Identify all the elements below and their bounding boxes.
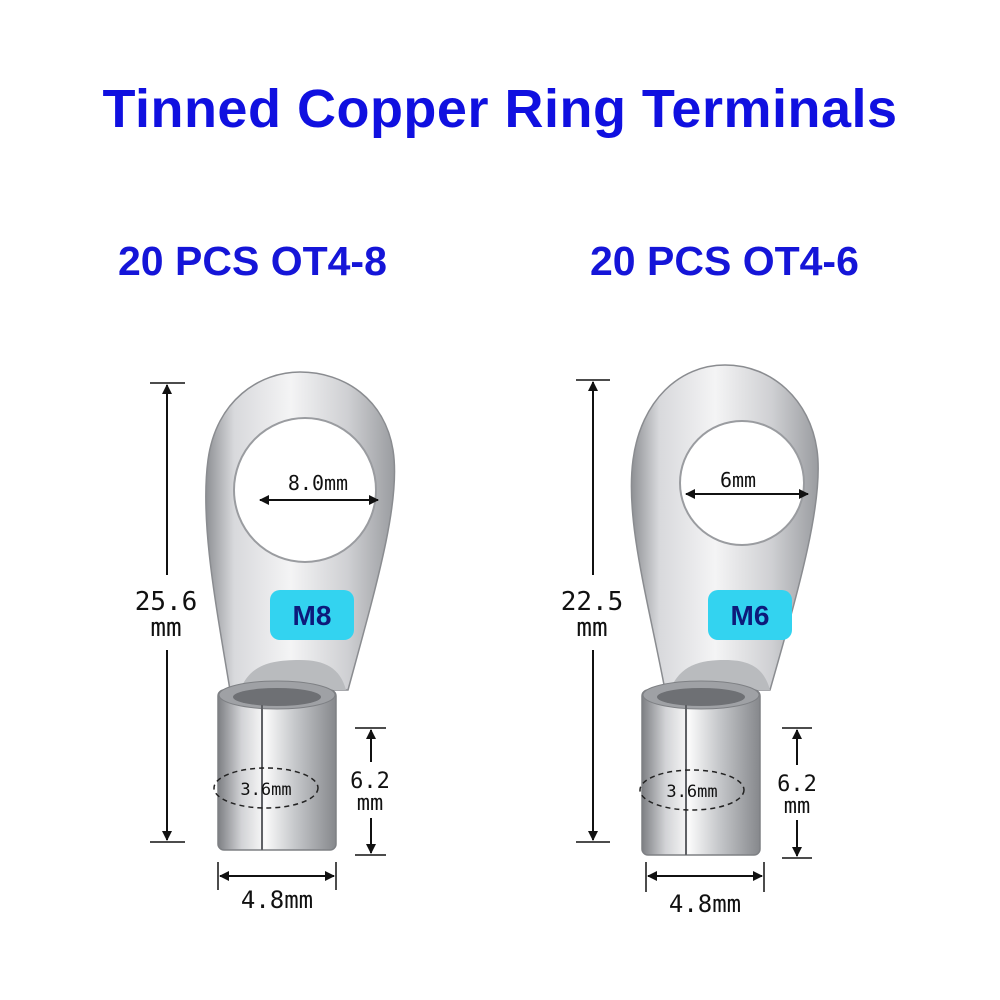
page-title: Tinned Copper Ring Terminals: [102, 79, 898, 139]
right-barrel-inner-label: 3.6mm: [666, 782, 717, 802]
left-barrel-inner-label: 3.6mm: [240, 780, 291, 800]
right-stud-badge: [708, 590, 792, 640]
left-product-heading: 20 PCS OT4-8: [118, 238, 387, 284]
right-barrel-length-value: 6.2: [777, 772, 817, 797]
left-barrel-length-unit: mm: [357, 791, 384, 816]
right-product-heading: 20 PCS OT4-6: [590, 238, 859, 284]
right-stud-size-label: M6: [731, 600, 770, 631]
left-hole-diameter-label: 8.0mm: [288, 471, 348, 495]
right-barrel-length-unit: mm: [784, 794, 811, 819]
left-terminal: [205, 371, 396, 851]
right-total-length-unit: mm: [576, 613, 607, 643]
left-total-length-value: 25.6: [135, 587, 198, 617]
left-stud-size-label: M8: [293, 600, 332, 631]
right-total-length-value: 22.5: [561, 587, 624, 617]
left-stud-badge: [270, 590, 354, 640]
right-hole-diameter-label: 6mm: [720, 468, 756, 492]
right-dimensions: [576, 379, 812, 892]
left-barrel-width-label: 4.8mm: [241, 886, 313, 914]
left-barrel-length-value: 6.2: [350, 769, 390, 794]
left-dimensions: [150, 382, 386, 890]
left-total-length-unit: mm: [150, 613, 181, 643]
right-barrel-width-label: 4.8mm: [669, 890, 741, 918]
